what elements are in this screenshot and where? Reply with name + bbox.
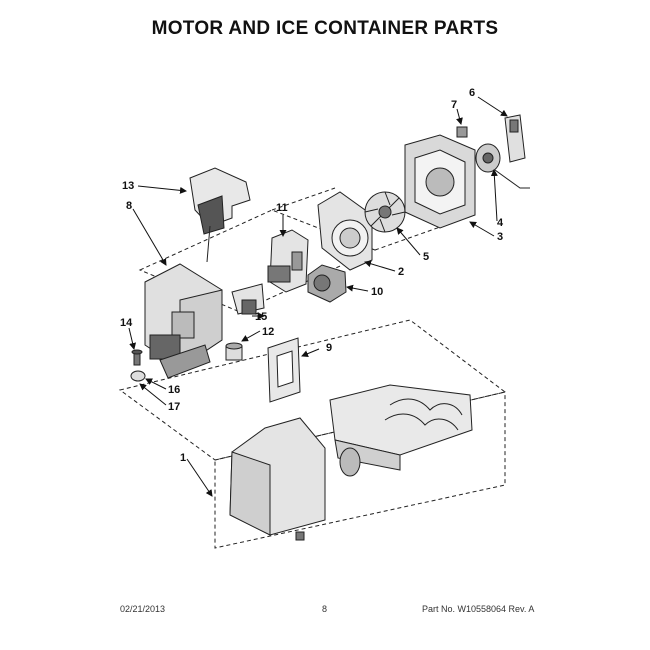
part-11-mount: [267, 229, 309, 293]
part-5-impeller: [364, 191, 406, 233]
part-2-fan-shroud: [317, 191, 373, 271]
callout-4: 4: [497, 217, 504, 229]
part-12-spacer: [225, 342, 243, 361]
callout-12: 12: [262, 326, 274, 338]
part-6-bracket: [504, 114, 526, 163]
part-4-gear-motor: [475, 143, 530, 189]
callout-17: 17: [168, 401, 180, 413]
footer-page-number: 8: [322, 604, 328, 614]
footer-part-info: Part No. W10558064 Rev. A: [422, 604, 535, 614]
callout-7: 7: [451, 99, 457, 111]
callout-8: 8: [126, 200, 132, 212]
part-14-screw: [131, 349, 143, 366]
leader-lines: [128, 96, 508, 497]
part-1-ice-container: [229, 417, 326, 541]
part-16-17-fastener: [130, 370, 146, 382]
ice-container-auger: [329, 384, 473, 477]
part-3-cover-plate: [404, 134, 476, 229]
callout-2: 2: [398, 266, 404, 278]
part-13-bracket: [189, 167, 251, 263]
footer-date: 02/21/2013: [120, 604, 166, 614]
callout-5: 5: [423, 251, 429, 263]
page-title: MOTOR AND ICE CONTAINER PARTS: [151, 18, 499, 39]
part-8-housing: [144, 263, 223, 379]
callout-13: 13: [122, 180, 134, 192]
callout-14: 14: [120, 317, 133, 329]
callout-10: 10: [371, 286, 383, 298]
part-10-motor: [307, 264, 347, 303]
callout-6: 6: [469, 87, 475, 99]
callout-1: 1: [180, 452, 186, 464]
part-9-cover: [267, 337, 301, 403]
callout-15: 15: [255, 311, 267, 323]
callout-16: 16: [168, 384, 180, 396]
callout-3: 3: [497, 231, 503, 243]
callout-9: 9: [326, 342, 332, 354]
part-7-fastener: [456, 126, 468, 138]
part-15-clip: [231, 283, 265, 315]
callout-numbers: 1 2 3 4 5 6 7 8 9 10 11 12 13 14 15 16 1…: [120, 87, 504, 464]
callout-11: 11: [276, 202, 288, 214]
